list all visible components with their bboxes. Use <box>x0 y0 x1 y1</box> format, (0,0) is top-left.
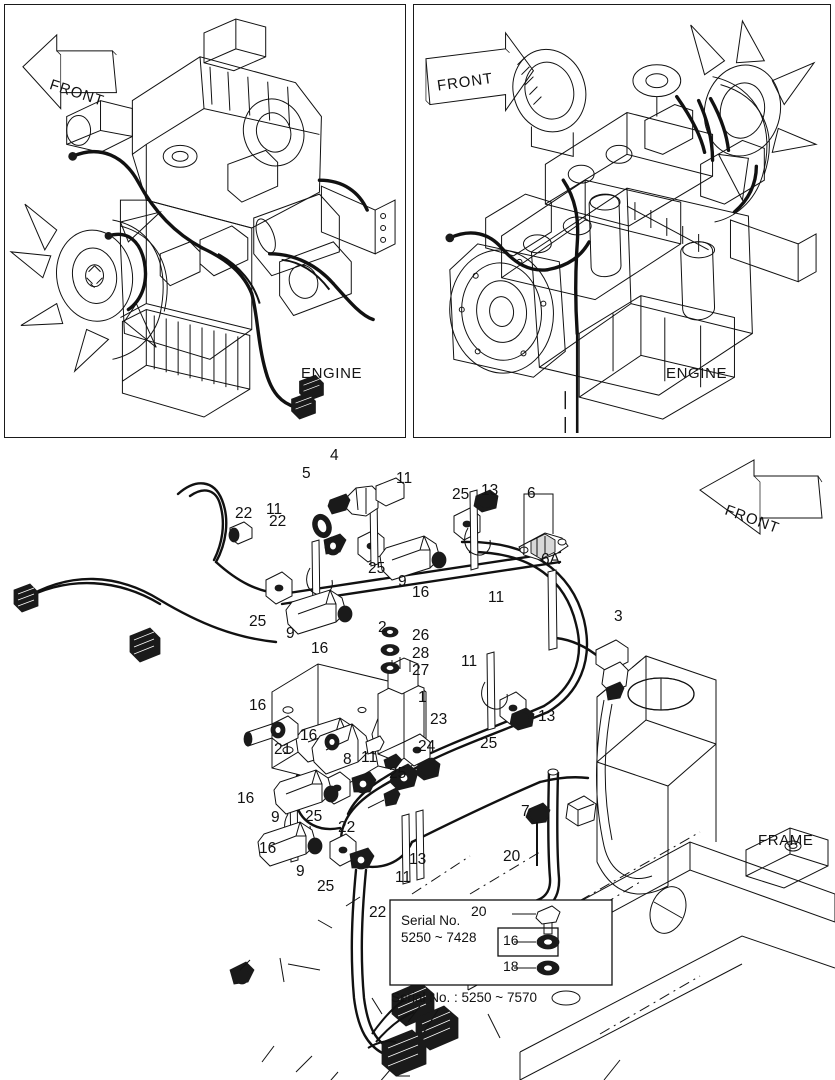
harness-connector-left <box>13 583 39 613</box>
engine-label-right: ENGINE <box>666 365 728 382</box>
callout-25a: 25 <box>452 486 470 503</box>
callout-7: 7 <box>521 803 530 820</box>
callout-25f: 25 <box>305 808 323 825</box>
front-arrow-left-icon: FRONT <box>22 33 117 110</box>
callout-25g: 25 <box>317 878 335 895</box>
callout-5: 5 <box>302 465 311 482</box>
part-tube-7 <box>467 768 597 916</box>
callout-9d: 9 <box>296 863 305 880</box>
serial-item-20: 20 <box>471 903 487 919</box>
front-arrow-right-icon: FRONT <box>425 31 535 113</box>
part-screw-24 <box>367 787 401 809</box>
callout-11b: 11 <box>266 501 283 518</box>
part-washer-stack <box>380 626 400 674</box>
callout-16a: 16 <box>412 584 430 601</box>
callout-3: 3 <box>614 608 623 625</box>
part-bolt-20 <box>525 802 551 866</box>
svg-text:FRONT: FRONT <box>48 76 107 110</box>
callout-25b: 25 <box>368 560 386 577</box>
callout-16b: 16 <box>311 640 329 657</box>
part-bolt-23 <box>389 763 419 791</box>
callout-11c: 11 <box>488 589 505 606</box>
callout-22a: 22 <box>235 505 253 522</box>
engine-view-right-panel: FRONT <box>413 4 831 438</box>
callout-11e: 11 <box>361 749 378 766</box>
callout-26: 26 <box>412 627 430 644</box>
callout-6a: 6A <box>541 551 560 568</box>
part-fuse-6a <box>518 532 569 561</box>
serial-box-title: Serial No. 5250 ~ 7428 <box>401 913 477 945</box>
harness-connector-mid-left <box>129 627 161 663</box>
frame-label: FRAME <box>758 832 814 849</box>
callout-27: 27 <box>412 662 430 679</box>
part-bolts-22 <box>228 521 377 985</box>
callout-9b: 9 <box>286 625 295 642</box>
callout-11f: 11 <box>395 869 412 886</box>
part-tie-11c <box>547 569 558 651</box>
part-switch-4 <box>327 477 405 517</box>
svg-text:FRONT: FRONT <box>723 502 782 537</box>
callout-9c: 9 <box>271 809 280 826</box>
callout-1: 1 <box>418 689 427 706</box>
serial-number-box <box>389 899 613 986</box>
callout-25c: 25 <box>249 613 267 630</box>
engine-label-left: ENGINE <box>301 365 363 382</box>
callout-16d: 16 <box>300 727 318 744</box>
part-oring-5 <box>312 513 332 539</box>
fuse-6-bracket <box>523 493 554 554</box>
callout-20: 20 <box>503 848 521 865</box>
engine-right-illustration: FRONT <box>425 19 818 433</box>
callout-22b: 22 <box>269 513 287 530</box>
callout-11d: 11 <box>461 653 478 670</box>
callout-22d: 22 <box>369 904 387 921</box>
callout-16f: 16 <box>259 840 277 857</box>
callout-21: 21 <box>274 741 292 758</box>
callout-22c: 22 <box>338 819 356 836</box>
serial-item-16: 16 <box>503 932 519 948</box>
callout-25e: 25 <box>389 765 407 782</box>
serial-caption: Serial No. : 5250 ~ 7570 <box>391 990 537 1005</box>
callout-13c: 13 <box>409 851 427 868</box>
callout-6: 6 <box>527 485 536 502</box>
callout-23: 23 <box>430 711 448 728</box>
callout-16e: 16 <box>237 790 255 807</box>
svg-text:FRONT: FRONT <box>436 70 494 95</box>
callout-25d: 25 <box>480 735 498 752</box>
callout-9a: 9 <box>398 573 407 590</box>
callout-4: 4 <box>330 447 339 464</box>
front-arrow-main-icon: FRONT <box>699 459 823 537</box>
callout-8: 8 <box>343 751 352 768</box>
callout-13a: 13 <box>481 482 499 499</box>
harness-connector-cluster-bottom <box>367 981 459 1077</box>
callout-24: 24 <box>418 738 436 755</box>
part-washers-16 <box>270 721 340 751</box>
callout-16c: 16 <box>249 697 267 714</box>
callout-11a: 11 <box>396 470 413 487</box>
part-sensor-3 <box>595 639 629 701</box>
callout-28: 28 <box>412 645 430 662</box>
serial-item-18: 18 <box>503 958 519 974</box>
engine-view-left-panel: FRONT <box>4 4 406 438</box>
engine-left-illustration: FRONT <box>9 18 396 420</box>
serial-box-pointers <box>411 851 541 895</box>
part-nuts-13 <box>415 489 535 781</box>
harness-exploded-diagram: FRONT <box>0 442 835 1080</box>
callout-13b: 13 <box>538 708 556 725</box>
callout-2: 2 <box>378 619 387 636</box>
harness-illustration: FRONT <box>13 459 835 1080</box>
